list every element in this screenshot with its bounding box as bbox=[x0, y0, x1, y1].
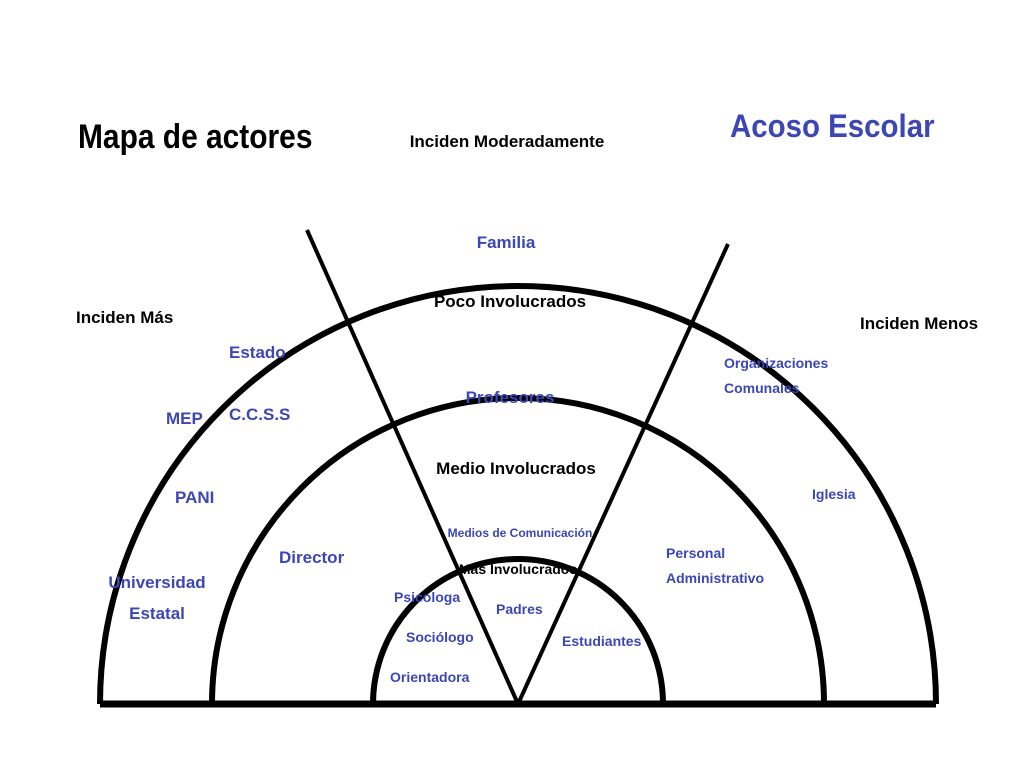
actor-orientadora: Orientadora bbox=[390, 669, 470, 685]
actor-padres: Padres bbox=[496, 601, 543, 617]
middle-ring-arc bbox=[209, 395, 827, 705]
zone-label-top: Inciden Moderadamente bbox=[409, 132, 605, 151]
ring-label-outer: Poco Involucrados bbox=[433, 292, 587, 311]
actor-universidad-line1: Universidad bbox=[108, 573, 206, 592]
actor-organizaciones-line2: Comunales bbox=[724, 380, 800, 396]
actor-estudiantes: Estudiantes bbox=[562, 633, 642, 649]
inner-ring-arc bbox=[370, 556, 666, 705]
actor-medios: Medios de Comunicación bbox=[447, 526, 593, 540]
actor-ccss: C.C.S.S bbox=[229, 405, 291, 424]
topic-title: Acoso Escolar bbox=[730, 108, 935, 144]
left-sector-divider bbox=[305, 229, 520, 705]
actor-director: Director bbox=[279, 548, 345, 567]
actor-familia: Familia bbox=[476, 233, 536, 252]
zone-label-left: Inciden Más bbox=[76, 308, 174, 327]
actor-personal-line2: Administrativo bbox=[666, 570, 765, 586]
zone-label-right: Inciden Menos bbox=[860, 314, 979, 333]
actor-estado: Estado bbox=[229, 343, 286, 362]
actor-organizaciones-line1: Organizaciones bbox=[724, 355, 829, 371]
actor-psicologa: Psicologa bbox=[394, 589, 461, 605]
right-sector-divider bbox=[516, 243, 730, 705]
ring-label-middle: Medio Involucrados bbox=[436, 459, 596, 478]
ring-label-inner: Más Involucrados bbox=[458, 561, 578, 577]
actor-pani: PANI bbox=[175, 488, 215, 507]
actor-personal-line1: Personal bbox=[666, 545, 726, 561]
actor-mep: MEP bbox=[166, 409, 203, 428]
actor-universidad-line2: Estatal bbox=[129, 604, 185, 623]
actor-profesores: Profesores bbox=[465, 388, 555, 407]
map-title: Mapa de actores bbox=[78, 118, 313, 156]
actor-sociologo: Sociólogo bbox=[406, 629, 474, 645]
actor-iglesia: Iglesia bbox=[812, 486, 856, 502]
outer-ring-arc bbox=[97, 283, 939, 705]
